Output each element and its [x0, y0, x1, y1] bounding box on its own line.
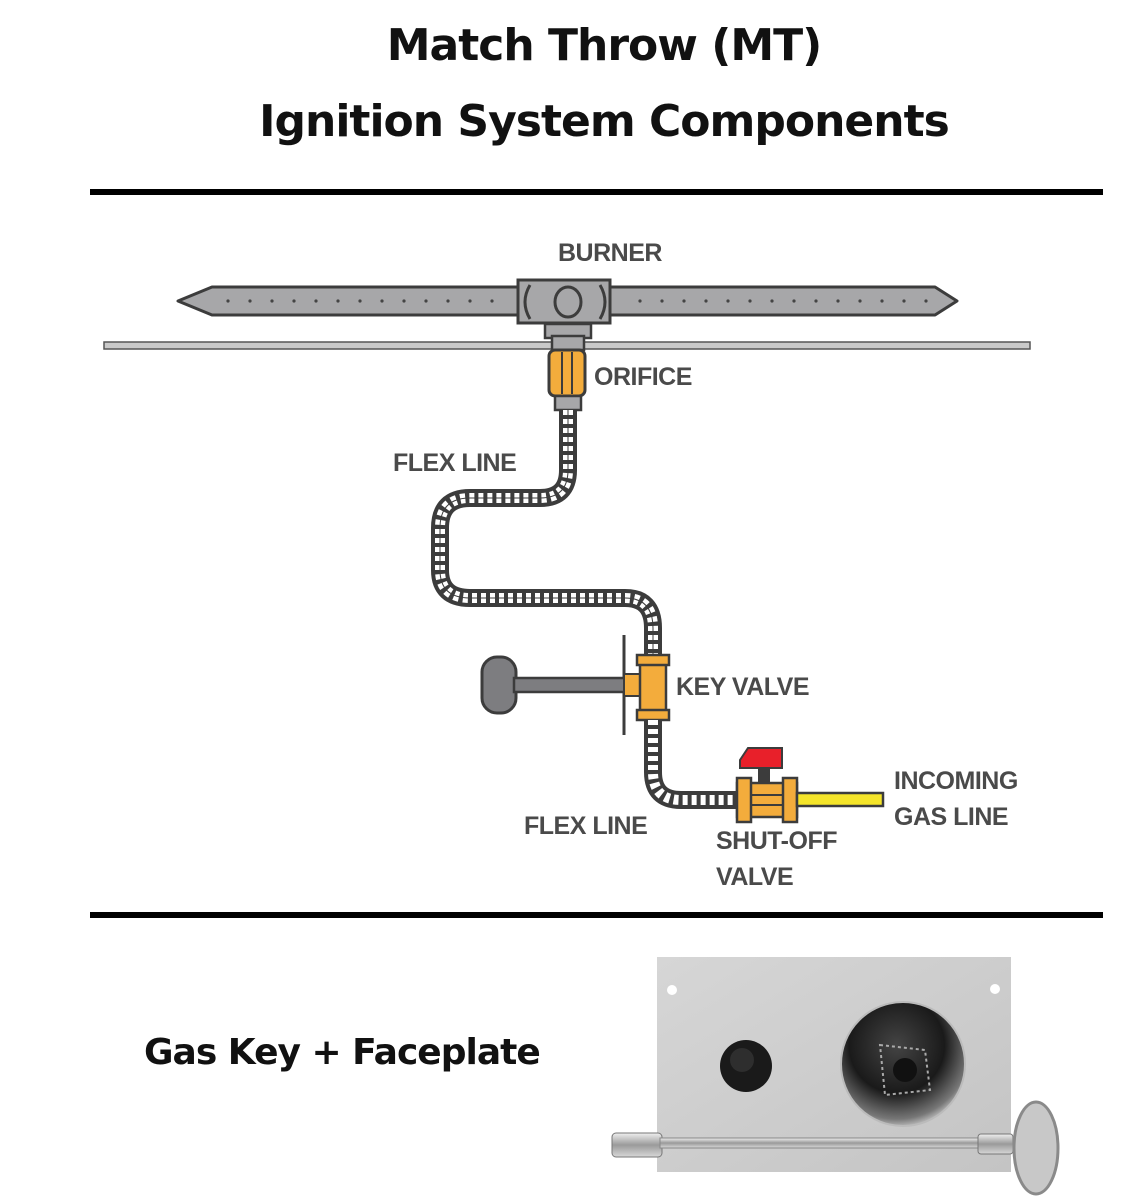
bottom-divider — [90, 912, 1103, 918]
label-key-valve: KEY VALVE — [676, 673, 810, 701]
label-burner: BURNER — [558, 239, 662, 267]
label-flex-line-upper: FLEX LINE — [393, 449, 517, 477]
title-line-2: Ignition System Components — [259, 96, 950, 147]
label-orifice: ORIFICE — [594, 363, 692, 391]
label-incoming-gas-line-2: GAS LINE — [894, 803, 1009, 831]
flex-line-lower-icon — [644, 720, 740, 809]
label-shutoff-valve-line-2: VALVE — [716, 863, 794, 891]
flex-line-upper-icon — [431, 410, 662, 658]
shutoff-valve-icon — [735, 747, 799, 824]
burner-icon — [176, 278, 959, 340]
gas-key-icon — [611, 1100, 1060, 1196]
title-line-1: Match Throw (MT) — [386, 20, 822, 71]
label-flex-line-lower: FLEX LINE — [524, 812, 648, 840]
label-incoming-gas-line-1: INCOMING — [894, 767, 1018, 795]
top-divider — [90, 189, 1103, 195]
key-valve-icon — [480, 635, 671, 735]
igniter-button-icon — [720, 1040, 772, 1092]
orifice-icon — [547, 334, 587, 412]
incoming-gas-line-icon — [795, 791, 885, 808]
product-label: Gas Key + Faceplate — [144, 1032, 541, 1073]
label-shutoff-valve-line-1: SHUT-OFF — [716, 827, 838, 855]
key-valve-escutcheon-icon — [840, 1001, 966, 1127]
